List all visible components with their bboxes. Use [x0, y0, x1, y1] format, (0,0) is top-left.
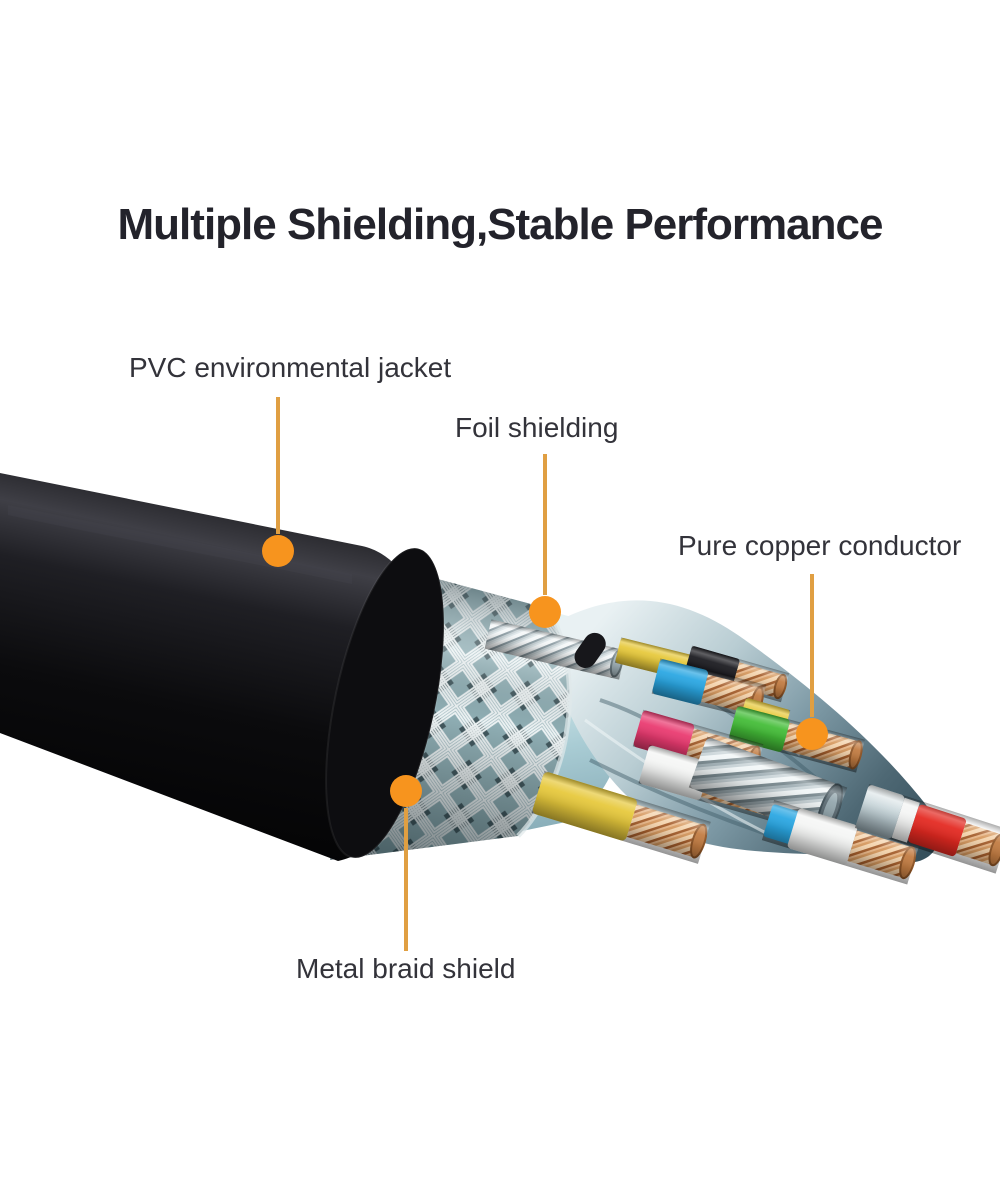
label-foil-shielding: Foil shielding: [455, 412, 619, 443]
label-pure-copper-conductor: Pure copper conductor: [678, 530, 962, 561]
pvc-jacket: [0, 473, 445, 861]
pvc-jacket-dot: [262, 535, 294, 567]
annotation-dots: [262, 535, 828, 807]
wire-black-loop: [574, 632, 606, 668]
wire-yellow-bottom: [531, 770, 711, 864]
label-pvc-jacket: PVC environmental jacket: [129, 352, 452, 383]
wire-white-blue-bottom: [761, 799, 920, 885]
label-metal-braid-shield: Metal braid shield: [296, 953, 516, 984]
metal-braid-shield-dot: [390, 775, 422, 807]
wire-red: [854, 784, 1000, 874]
page-title: Multiple Shielding,Stable Performance: [117, 200, 884, 249]
pure-copper-conductor-dot: [796, 718, 828, 750]
foil-shielding-dot: [529, 596, 561, 628]
annotation-leaders: [276, 397, 814, 951]
